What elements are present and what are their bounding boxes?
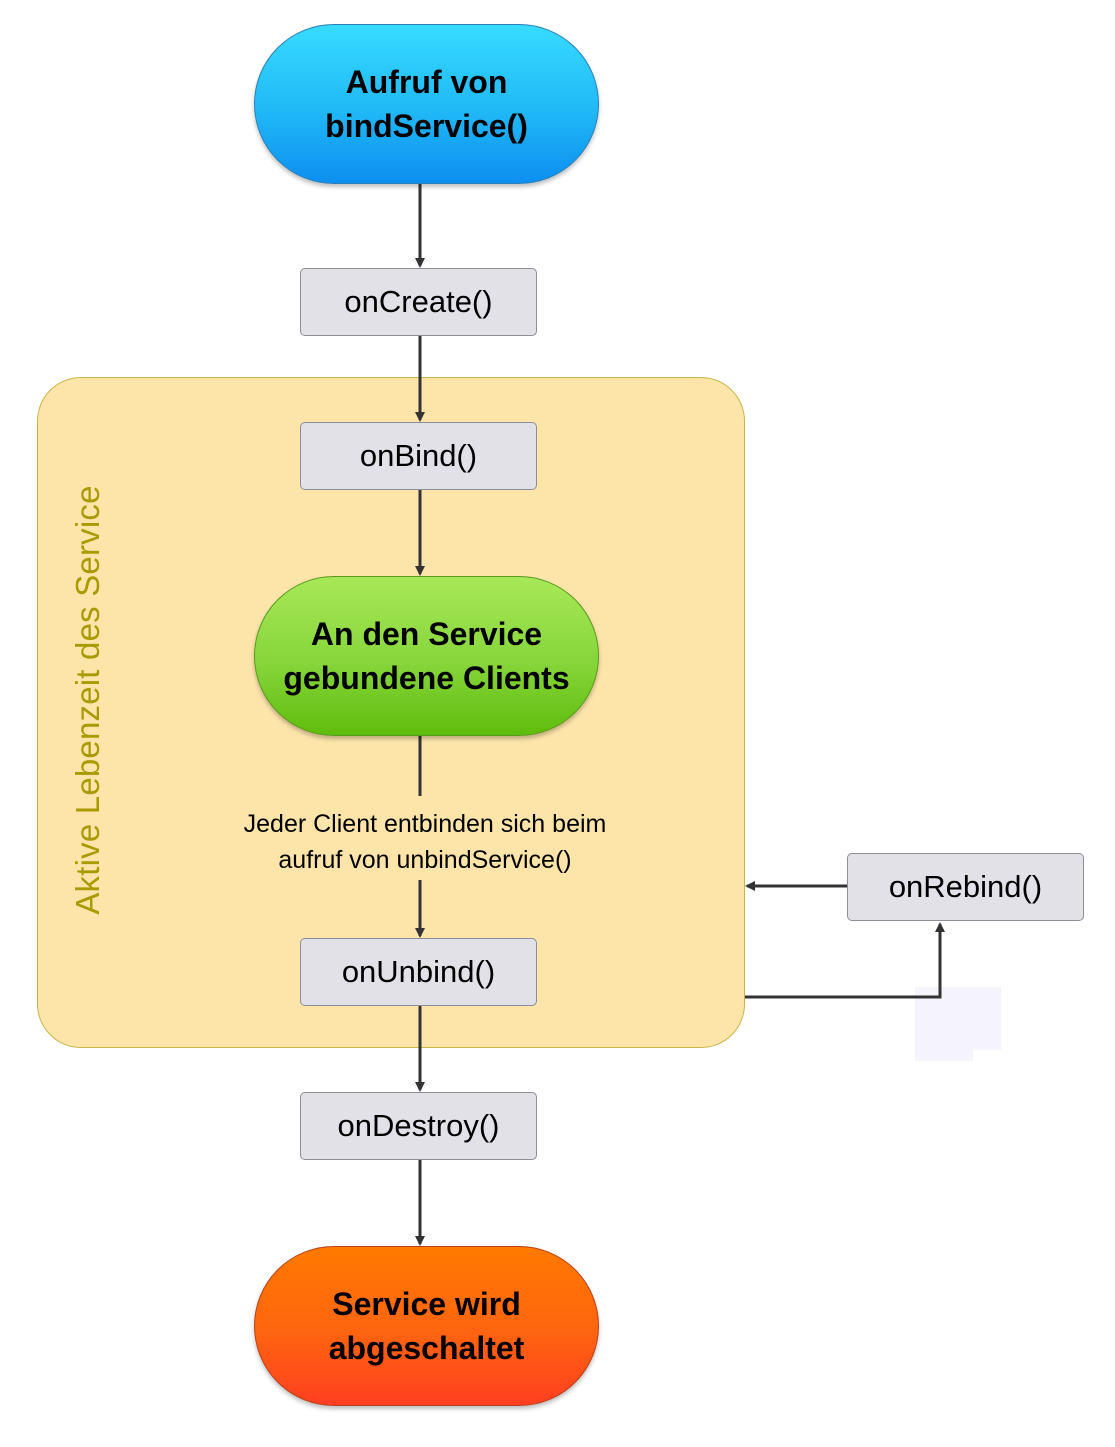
arrow-region-to-onrebind	[745, 922, 945, 999]
ghost-rect-2	[915, 1040, 973, 1061]
onrebind-box: onRebind()	[847, 853, 1084, 921]
onbind-box: onBind()	[300, 422, 537, 490]
onunbind-box: onUnbind()	[300, 938, 537, 1006]
unbind-note: Jeder Client entbinden sich beim aufruf …	[243, 810, 607, 874]
ondestroy-box: onDestroy()	[300, 1092, 537, 1160]
oncreate-box: onCreate()	[300, 268, 537, 336]
end-node-service-shutdown: Service wird abgeschaltet	[254, 1246, 599, 1406]
start-node-bindservice: Aufruf von bindService()	[254, 24, 599, 184]
bound-clients-node: An den Service gebundene Clients	[254, 576, 599, 736]
